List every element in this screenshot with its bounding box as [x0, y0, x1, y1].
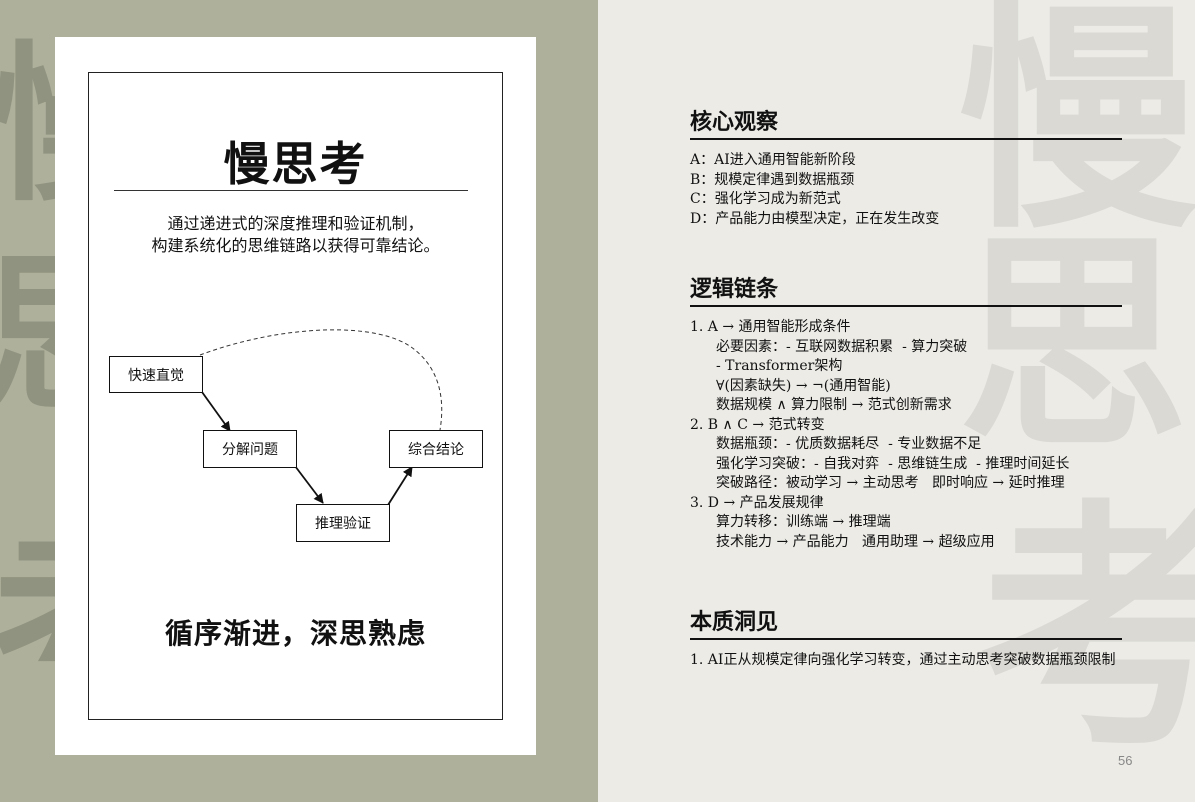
list-item: 必要因素：- 互联网数据积累 - 算力突破: [716, 338, 968, 355]
page-title: 慢思考: [223, 137, 368, 191]
description-line: 构建系统化的思维链路以获得可靠结论。: [151, 236, 440, 255]
list-item: 数据规模 ∧ 算力限制 → 范式创新需求: [716, 397, 952, 413]
section-title-insight: 本质洞见: [690, 609, 779, 635]
section-divider: [690, 305, 1122, 307]
logic-chain-list: 1. A → 通用智能形成条件 必要因素：- 互联网数据积累 - 算力突破 - …: [690, 318, 1069, 552]
node-synthesize-conclusion: 综合结论: [389, 430, 483, 468]
section-divider: [690, 138, 1122, 140]
motto: 循序渐进，深思熟虑: [164, 617, 426, 650]
section-title-observations: 核心观察: [690, 109, 779, 135]
insight-text: 1. AI正从规模定律向强化学习转变，通过主动思考突破数据瓶颈限制: [690, 652, 1116, 668]
list-item: B：规模定律遇到数据瓶颈: [690, 171, 855, 188]
node-decompose-problem: 分解问题: [203, 430, 297, 468]
list-item: ∀(因素缺失) → ¬(通用智能): [716, 377, 891, 394]
list-item: D：产品能力由模型决定，正在发生改变: [690, 210, 940, 227]
list-item: A：AI进入通用智能新阶段: [690, 152, 856, 168]
node-reasoning-verification: 推理验证: [296, 504, 390, 542]
observations-list: A：AI进入通用智能新阶段 B：规模定律遇到数据瓶颈 C：强化学习成为新范式 D…: [690, 151, 939, 229]
list-item: 技术能力 → 产品能力 通用助理 → 超级应用: [716, 533, 995, 550]
list-item: C：强化学习成为新范式: [690, 191, 841, 207]
list-item: 算力转移：训练端 → 推理端: [716, 514, 891, 530]
description: 通过递进式的深度推理和验证机制， 构建系统化的思维链路以获得可靠结论。: [88, 213, 503, 257]
list-item: 数据瓶颈：- 优质数据耗尽 - 专业数据不足: [716, 436, 982, 452]
description-line: 通过递进式的深度推理和验证机制，: [167, 214, 424, 233]
brush-calligraphy-decoration: 慢: [958, 0, 1195, 261]
card-frame: [88, 72, 503, 720]
list-item: 强化学习突破：- 自我对弈 - 思维链生成 - 推理时间延长: [716, 455, 1070, 472]
list-item: 2. B ∧ C → 范式转变: [690, 416, 825, 433]
list-item: - Transformer架构: [716, 358, 843, 374]
list-item: 1. A → 通用智能形成条件: [690, 319, 851, 335]
title-divider: [114, 190, 468, 191]
page-number: 56: [1118, 753, 1133, 768]
section-title-logic-chain: 逻辑链条: [690, 276, 779, 302]
node-fast-intuition: 快速直觉: [109, 356, 203, 393]
list-item: 突破路径：被动学习 → 主动思考 即时响应 → 延时推理: [716, 475, 1065, 491]
section-divider: [690, 638, 1122, 640]
list-item: 3. D → 产品发展规律: [690, 494, 824, 511]
